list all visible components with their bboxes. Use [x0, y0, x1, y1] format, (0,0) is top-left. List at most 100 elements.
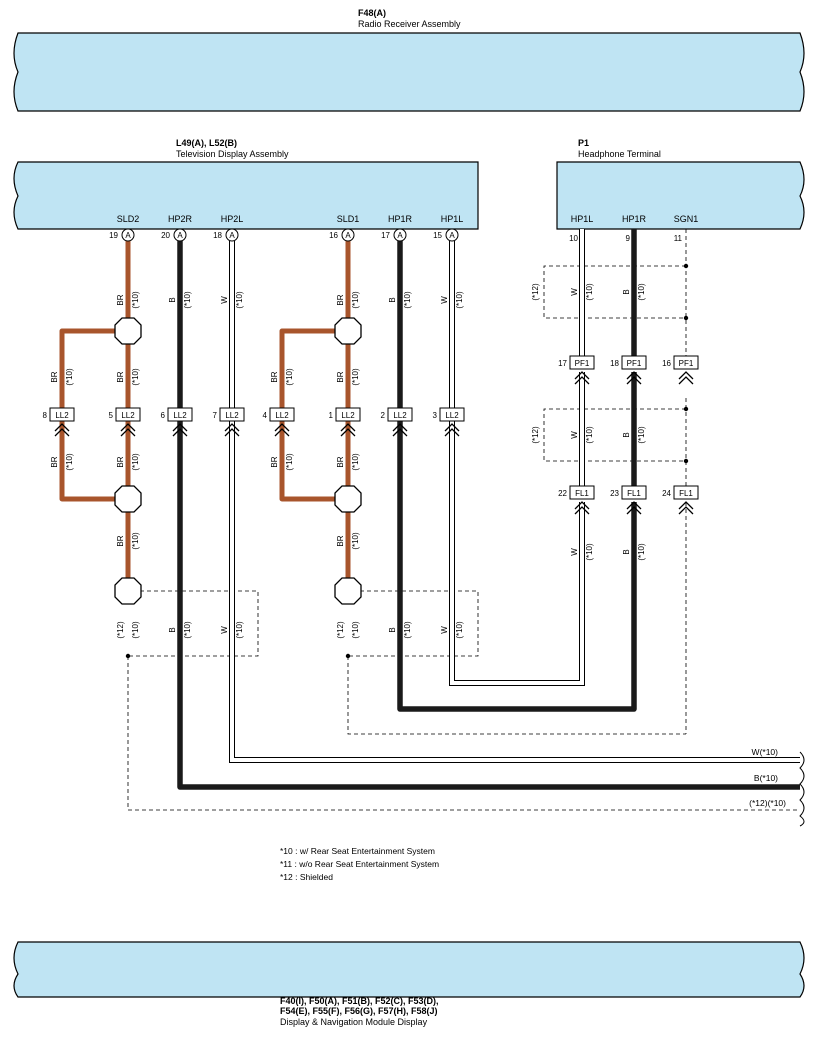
tv-pin-conn: A [449, 231, 455, 240]
ll2-pin-number: 3 [433, 411, 438, 420]
tv-pin-number: 20 [161, 231, 170, 240]
wire-note-label: (*12) [531, 426, 540, 444]
brown-wires [59, 241, 351, 590]
wire-note-label: (*12) [531, 283, 540, 301]
hp-pin-number: 9 [626, 234, 631, 243]
tv-pin-conn: A [397, 231, 403, 240]
ll2-pin-number: 1 [329, 411, 334, 420]
black-wires [177, 229, 800, 790]
tv-pin-name: HP1R [388, 214, 413, 224]
fl1-label: FL1 [679, 489, 693, 498]
headphone-code: P1 [578, 138, 589, 148]
pf1-pin-number: 18 [610, 359, 619, 368]
wire-note-label: (*10) [351, 291, 360, 309]
wire-color-label: BR [270, 371, 279, 382]
wire-note-label: (*10) [351, 368, 360, 386]
wire-color-label: W [220, 626, 229, 634]
wire-note-label: (*10) [351, 453, 360, 471]
ll2-pin-number: 6 [161, 411, 166, 420]
tv-pin-number: 17 [381, 231, 390, 240]
right-label-black: B(*10) [754, 773, 778, 783]
display-box [13, 941, 805, 998]
wire-note-label: (*10) [351, 532, 360, 550]
tv-pin-name: HP2R [168, 214, 193, 224]
pf1-label: PF1 [679, 359, 694, 368]
wire-color-label: BR [116, 371, 125, 382]
wire-note-label: (*10) [637, 543, 646, 561]
shield-junction-dots [125, 263, 689, 659]
headphone-box [556, 161, 805, 230]
ll2-label: LL2 [341, 411, 355, 420]
fl1-label: FL1 [627, 489, 641, 498]
ll2-pin-number: 2 [381, 411, 386, 420]
hp-pin-number: 11 [674, 234, 683, 243]
ll2-label: LL2 [393, 411, 407, 420]
ll2-pin-number: 5 [109, 411, 114, 420]
pf1-connectors [569, 355, 699, 385]
wire-note-label: (*12) [116, 621, 125, 639]
tv-pin-terminals [121, 228, 459, 242]
ll2-label: LL2 [173, 411, 187, 420]
wire-note-label: (*10) [285, 368, 294, 386]
wire-note-label: (*10) [585, 543, 594, 561]
wire-note-label: (*10) [65, 368, 74, 386]
wire-color-label: W [570, 431, 579, 439]
wire-color-label: W [570, 548, 579, 556]
tv-pin-name: SLD1 [337, 214, 360, 224]
radio-box [13, 32, 805, 112]
wire-note-label: (*10) [585, 283, 594, 301]
wire-color-label: BR [116, 456, 125, 467]
pf1-label: PF1 [575, 359, 590, 368]
tv-pin-conn: A [125, 231, 131, 240]
wire-note-label: (*10) [351, 621, 360, 639]
tv-pin-conn: A [345, 231, 351, 240]
wire-note-label: (*10) [131, 291, 140, 309]
wire-color-label: BR [336, 294, 345, 305]
wire-note-label: (*10) [637, 283, 646, 301]
wire-color-label: W [220, 296, 229, 304]
wire-color-label: W [440, 296, 449, 304]
wire-color-label: B [622, 432, 631, 437]
fl1-label: FL1 [575, 489, 589, 498]
right-label-white: W(*10) [752, 747, 779, 757]
hp-pin-name: HP1L [571, 214, 594, 224]
wire-note-label: (*10) [235, 621, 244, 639]
headphone-name: Headphone Terminal [578, 149, 661, 159]
wire-note-label: (*10) [285, 453, 294, 471]
ll2-connectors [49, 407, 465, 437]
wire-note-label: (*10) [131, 368, 140, 386]
wire-note-label: (*10) [65, 453, 74, 471]
legend-note-12: *12 : Shielded [280, 872, 333, 882]
pf1-pin-number: 17 [558, 359, 567, 368]
legend-note-11: *11 : w/o Rear Seat Entertainment System [280, 859, 439, 869]
break-marks [799, 751, 805, 827]
display-name: Display & Navigation Module Display [280, 1017, 428, 1027]
tv-pin-conn: A [229, 231, 235, 240]
tv-pin-number: 16 [329, 231, 338, 240]
wire-note-label: (*12) [336, 621, 345, 639]
display-code-line2: F54(E), F55(F), F56(G), F57(H), F58(J) [280, 1006, 438, 1016]
wire-note-label: (*10) [183, 291, 192, 309]
tv-box [13, 161, 479, 230]
wire-note-label: (*10) [455, 291, 464, 309]
wire-color-label: B [388, 297, 397, 302]
wire-color-label: B [168, 627, 177, 632]
wire-note-label: (*10) [637, 426, 646, 444]
tv-pin-number: 18 [213, 231, 222, 240]
radio-name: Radio Receiver Assembly [358, 19, 461, 29]
radio-code: F48(A) [358, 8, 386, 18]
fl1-pin-number: 23 [610, 489, 619, 498]
hp-pin-name: SGN1 [674, 214, 699, 224]
wire-color-label: B [388, 627, 397, 632]
wire-color-label: BR [336, 371, 345, 382]
ll2-label: LL2 [225, 411, 239, 420]
wire-note-label: (*10) [131, 621, 140, 639]
wire-note-label: (*10) [183, 621, 192, 639]
wire-color-label: BR [116, 294, 125, 305]
wire-color-labels: BR (*10) BR (*10) BR (*10) BR (*10) BR (*10) BR (*1… [50, 283, 646, 639]
tv-pin-conn: A [177, 231, 183, 240]
wire-note-label: (*10) [235, 291, 244, 309]
ll2-pin-number: 8 [43, 411, 48, 420]
ll2-pin-number: 7 [213, 411, 218, 420]
wire-note-label: (*10) [131, 532, 140, 550]
